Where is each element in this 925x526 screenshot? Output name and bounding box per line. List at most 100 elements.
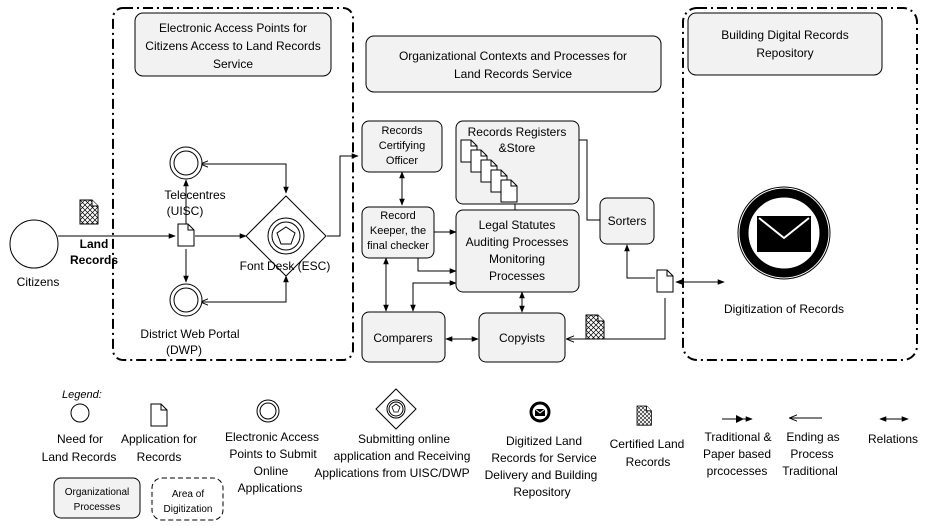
svg-text:&Store: &Store: [499, 141, 536, 155]
front-desk-node: Font Desk (ESC): [240, 195, 331, 277]
svg-text:Traditional &: Traditional &: [705, 430, 772, 444]
legend: Legend: Need for Land Records Applicatio…: [42, 388, 918, 521]
svg-text:Electronic Access Points for: Electronic Access Points for: [159, 21, 307, 35]
document-icon: [150, 403, 168, 427]
legend-digitized: Digitized Land Records for Service Deliv…: [485, 401, 598, 499]
svg-text:prcocesses: prcocesses: [707, 464, 768, 478]
digital-repository-zone: [682, 7, 918, 361]
dwp-node: District Web Portal (DWP): [140, 283, 240, 357]
svg-text:Processes: Processes: [74, 502, 121, 513]
svg-text:Font Desk (ESC): Font Desk (ESC): [240, 259, 331, 273]
svg-text:Applications: Applications: [238, 481, 303, 495]
svg-text:Digitization of Records: Digitization of Records: [724, 302, 844, 316]
legend-access-points: Electronic Access Points to Submit Onlin…: [225, 399, 319, 495]
svg-text:Electronic Access: Electronic Access: [225, 430, 319, 444]
digitization-node: Digitization of Records: [724, 186, 844, 316]
svg-text:Land Records: Land Records: [42, 450, 117, 464]
legend-application: Application for Records: [121, 403, 197, 464]
svg-text:Digitized Land: Digitized Land: [506, 434, 582, 448]
svg-text:Monitoring: Monitoring: [489, 252, 545, 266]
svg-text:Citizens Access to Land Record: Citizens Access to Land Records: [145, 39, 320, 53]
digital-zone-title: Building Digital Records Repository: [687, 12, 883, 76]
copyists-node: Copyists: [478, 312, 566, 363]
svg-text:Legend:: Legend:: [62, 389, 102, 401]
svg-text:Repository: Repository: [513, 485, 570, 499]
svg-text:Keeper, the: Keeper, the: [370, 225, 426, 237]
svg-text:Citizens: Citizens: [17, 275, 60, 289]
svg-text:Online: Online: [254, 464, 289, 478]
svg-text:Area of: Area of: [172, 489, 204, 500]
svg-text:Application for: Application for: [121, 432, 197, 446]
svg-text:Building Digital Records: Building Digital Records: [721, 28, 848, 42]
svg-text:Relations: Relations: [868, 432, 918, 446]
legend-area-digitization: Area of Digitization: [151, 477, 224, 521]
telecentres-node: Telecentres (UISC): [164, 146, 226, 218]
legend-ending: Ending as Process Traditional: [782, 418, 840, 478]
svg-text:Points to Submit: Points to Submit: [229, 447, 317, 461]
svg-text:Traditional: Traditional: [782, 464, 838, 478]
application-document: [177, 223, 195, 247]
svg-text:Records: Records: [137, 450, 182, 464]
svg-text:Sorters: Sorters: [608, 214, 647, 228]
certified-document-icon: [636, 405, 652, 426]
sorters-node: Sorters: [599, 197, 655, 245]
svg-text:Repository: Repository: [756, 46, 813, 60]
svg-text:Applications from UISC/DWP: Applications from UISC/DWP: [314, 466, 469, 480]
svg-text:Service: Service: [213, 57, 253, 71]
access-zone-title: Electronic Access Points for Citizens Ac…: [134, 12, 332, 77]
svg-text:Certified Land: Certified Land: [610, 437, 685, 451]
svg-text:Process: Process: [790, 447, 833, 461]
svg-text:Land: Land: [80, 237, 109, 251]
record-document-icon: [656, 269, 674, 293]
svg-text:Records: Records: [70, 253, 118, 267]
svg-text:Paper based: Paper based: [703, 447, 771, 461]
land-records-request: Land Records: [70, 199, 118, 267]
svg-text:Certifying: Certifying: [379, 140, 425, 152]
access-points-zone: [112, 7, 354, 361]
svg-text:(DWP): (DWP): [166, 343, 202, 357]
svg-text:Submitting online: Submitting online: [358, 432, 450, 446]
org-zone-title: Organizational Contexts and Processes fo…: [365, 35, 662, 93]
svg-text:final checker: final checker: [367, 240, 429, 252]
svg-text:Need for: Need for: [57, 432, 103, 446]
registers-store-node: Records Registers &Store: [455, 120, 580, 205]
svg-text:Legal Statutes: Legal Statutes: [479, 218, 556, 232]
connectors: [58, 139, 725, 339]
svg-text:Telecentres: Telecentres: [164, 188, 225, 202]
svg-text:Land Records Service: Land Records Service: [454, 67, 572, 81]
svg-text:Officer: Officer: [386, 155, 419, 167]
svg-text:District Web Portal: District Web Portal: [140, 327, 239, 341]
svg-text:Organizational Contexts and Pr: Organizational Contexts and Processes fo…: [399, 49, 627, 63]
svg-text:Records: Records: [382, 125, 423, 137]
certifying-officer-node: Records Certifying Officer: [361, 120, 443, 173]
svg-text:Records Registers: Records Registers: [468, 125, 567, 139]
legal-auditing-node: Legal Statutes Auditing Processes Monito…: [455, 209, 580, 293]
legend-certified: Certified Land Records: [610, 405, 685, 469]
certified-document-icon: [79, 199, 99, 225]
svg-text:application and Receiving: application and Receiving: [334, 449, 471, 463]
legend-submitting: Submitting online application and Receiv…: [314, 388, 471, 480]
svg-text:Comparers: Comparers: [373, 331, 432, 345]
svg-text:Delivery and Building: Delivery and Building: [485, 468, 598, 482]
legend-need: Need for Land Records: [42, 403, 117, 464]
envelope-icon: [757, 216, 811, 252]
certified-record-icon: [585, 314, 605, 340]
svg-text:Records: Records: [626, 455, 671, 469]
legend-relations: Relations: [868, 416, 918, 446]
citizens-node: Citizens: [9, 219, 60, 289]
legend-traditional: Traditional & Paper based prcocesses: [703, 415, 771, 478]
svg-text:(UISC): (UISC): [167, 204, 204, 218]
svg-text:Records for Service: Records for Service: [491, 451, 597, 465]
svg-text:Digitization: Digitization: [164, 504, 213, 515]
svg-text:Ending as: Ending as: [786, 430, 839, 444]
legend-org-processes: Organizational Processes: [53, 477, 141, 519]
svg-text:Processes: Processes: [489, 269, 545, 283]
svg-text:Copyists: Copyists: [499, 331, 545, 345]
record-keeper-node: Record Keeper, the final checker: [361, 206, 435, 259]
comparers-node: Comparers: [361, 311, 446, 363]
svg-text:Record: Record: [380, 210, 415, 222]
application-document-icon: [177, 223, 195, 247]
svg-text:Organizational: Organizational: [65, 487, 129, 498]
svg-text:Auditing Processes: Auditing Processes: [466, 235, 569, 249]
